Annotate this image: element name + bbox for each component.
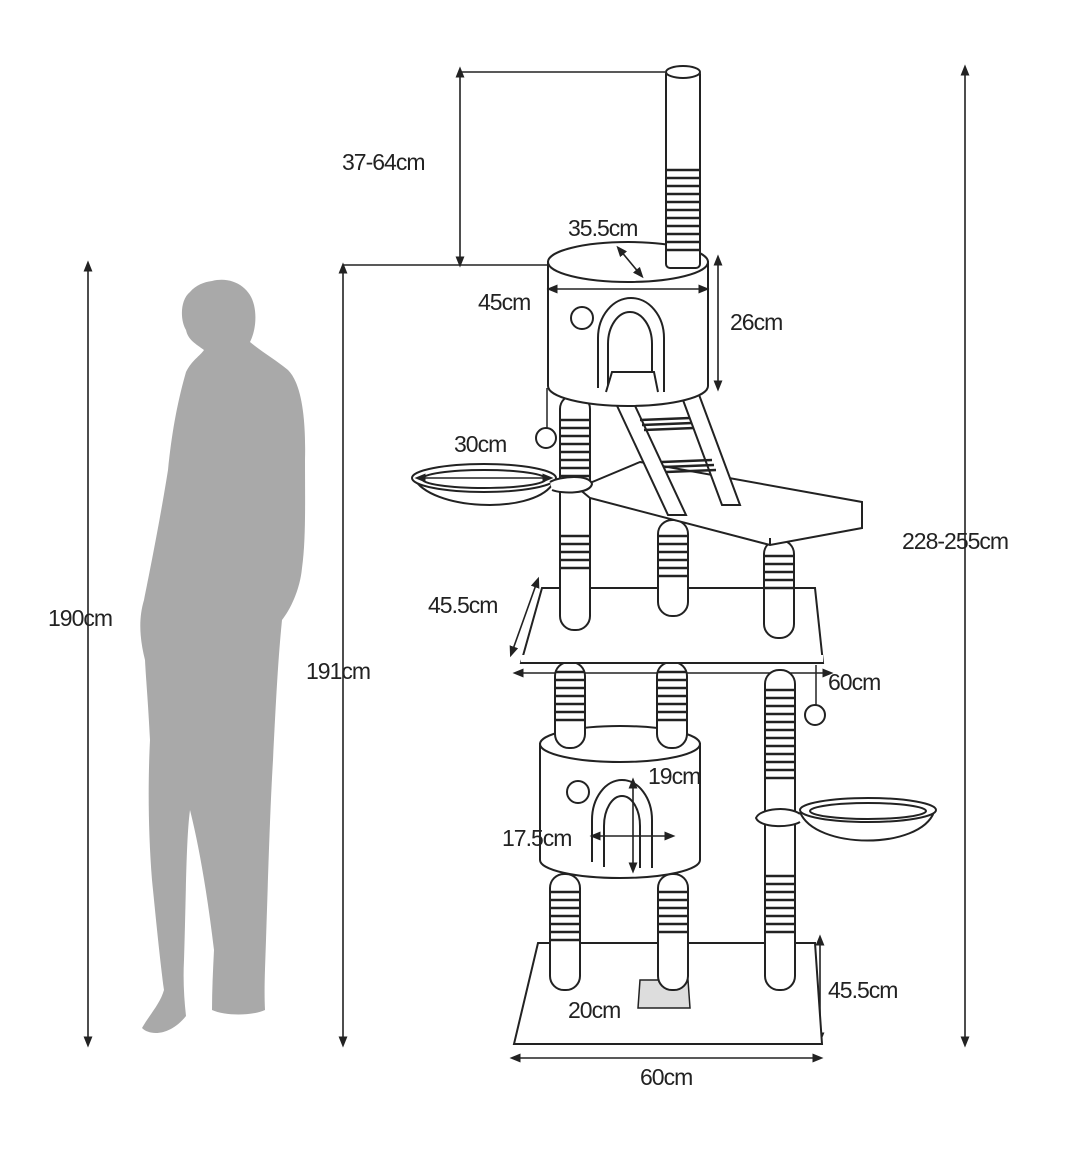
cat-tree	[411, 65, 937, 1045]
post-stripes-upper	[561, 418, 793, 590]
post-stripes-middle	[556, 670, 686, 722]
label-base-depth: 45.5cm	[828, 977, 897, 1003]
label-top-house-height: 26cm	[730, 309, 782, 335]
label-base-width: 60cm	[640, 1064, 692, 1090]
label-base-to-top: 191cm	[306, 658, 370, 684]
label-platform-width: 60cm	[828, 669, 880, 695]
label-door-width: 17.5cm	[502, 825, 571, 851]
label-pad-width: 20cm	[568, 997, 620, 1023]
post-stripes-lower	[551, 688, 794, 942]
dimension-labels: 37-64cm 35.5cm 45cm 26cm 30cm 228-255cm …	[48, 149, 1009, 1090]
label-top-post: 37-64cm	[342, 149, 424, 175]
hanging-toy-middle	[804, 665, 826, 726]
lower-hammock	[754, 797, 937, 842]
top-post	[665, 65, 701, 269]
label-top-house-depth: 35.5cm	[568, 215, 637, 241]
label-total-height: 228-255cm	[902, 528, 1008, 554]
inner-dimension-lines	[414, 245, 710, 874]
label-platform-depth: 45.5cm	[428, 592, 497, 618]
label-top-house-width: 45cm	[478, 289, 530, 315]
lower-house	[539, 725, 701, 879]
label-hammock-top: 30cm	[454, 431, 506, 457]
label-person-height: 190cm	[48, 605, 112, 631]
label-door-height: 19cm	[648, 763, 700, 789]
person-silhouette	[140, 279, 306, 1033]
